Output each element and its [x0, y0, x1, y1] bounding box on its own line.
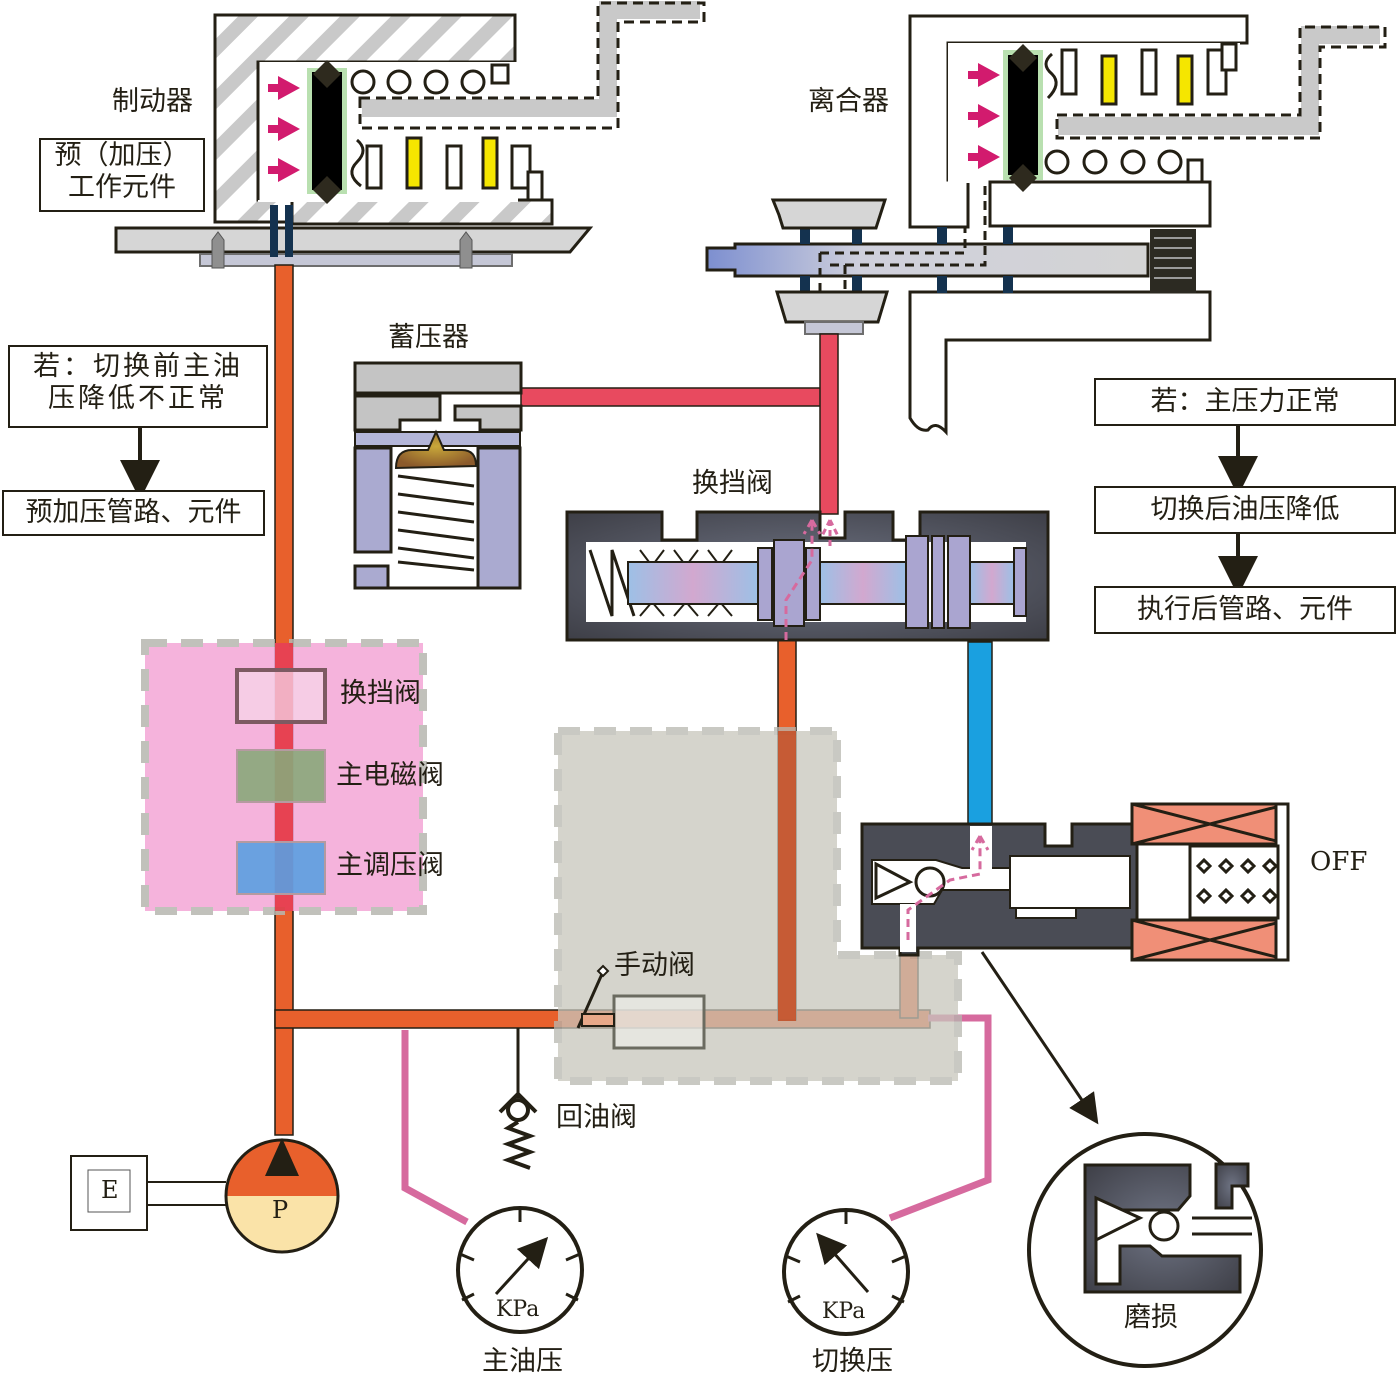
pump-letter: P — [272, 1196, 289, 1224]
right-condition-note: 若：主压力正常 — [1094, 378, 1396, 426]
brake-pressure-arrows — [268, 76, 300, 182]
gauge-main-unit: KPa — [496, 1297, 540, 1322]
brake-assembly — [114, 1, 706, 269]
drain-line — [967, 641, 993, 827]
accumulator — [353, 361, 523, 590]
legend-main-regulator-label: 主调压阀 — [336, 850, 444, 881]
clutch-assembly — [705, 14, 1387, 436]
return-valve — [498, 1028, 538, 1170]
legend-main-solenoid-label: 主电磁阀 — [336, 760, 444, 791]
shift-valve — [565, 510, 1050, 642]
gauge-main-label: 主油压 — [482, 1346, 563, 1377]
manual-valve-group — [554, 727, 962, 1085]
engine — [70, 1155, 226, 1231]
left-condition-note: 若：切换前主油 压降低不正常 — [8, 345, 268, 428]
gauge-shift-label: 切换压 — [812, 1346, 893, 1377]
swatch-main-solenoid — [236, 749, 326, 803]
pre-pressure-line2: 工作元件 — [68, 172, 176, 203]
swatch-main-regulator — [236, 841, 326, 895]
left-condition-line1: 若：切换前主油 — [33, 351, 243, 382]
brake-label: 制动器 — [112, 86, 193, 117]
gauge-shift-pressure — [782, 1208, 910, 1336]
right-step2-note: 切换后油压降低 — [1094, 486, 1396, 534]
manual-valve — [576, 964, 706, 1050]
legend-swatches — [235, 668, 327, 895]
gauge-main-pressure — [456, 1206, 584, 1334]
wear-label: 磨损 — [1124, 1302, 1178, 1333]
engine-letter: E — [101, 1176, 119, 1204]
manual-valve-label: 手动阀 — [614, 950, 695, 981]
return-valve-label: 回油阀 — [556, 1102, 637, 1133]
pump — [224, 1138, 340, 1254]
pre-pressure-note: 预（加压） 工作元件 — [39, 138, 205, 212]
left-result-note: 预加压管路、元件 — [2, 490, 265, 536]
legend-shift-valve-label: 换挡阀 — [340, 678, 421, 709]
shift-valve-label: 换挡阀 — [692, 468, 773, 499]
pre-pressure-line1: 预（加压） — [54, 140, 190, 171]
left-condition-line2: 压降低不正常 — [48, 383, 228, 414]
swatch-shift-valve — [235, 668, 327, 724]
solenoid-valve — [860, 802, 1290, 962]
wear-detail — [980, 951, 1263, 1368]
right-result-note: 执行后管路、元件 — [1094, 586, 1396, 634]
solenoid-state-label: OFF — [1310, 847, 1368, 877]
shift-pressure-line — [520, 333, 839, 515]
clutch-label: 离合器 — [808, 86, 889, 117]
accumulator-label: 蓄压器 — [388, 322, 469, 353]
gauge-shift-unit: KPa — [822, 1299, 866, 1324]
